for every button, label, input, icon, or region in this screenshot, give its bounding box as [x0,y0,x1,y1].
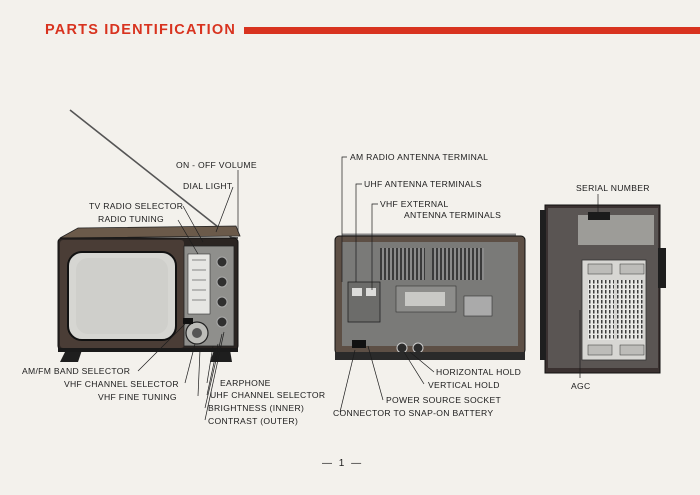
label-dial-light: DIAL LIGHT [183,181,233,191]
side-tv [540,204,666,374]
label-uhf-channel-selector: UHF CHANNEL SELECTOR [210,390,326,400]
label-power-source-socket: POWER SOURCE SOCKET [386,395,502,405]
label-vhf-external-2: ANTENNA TERMINALS [404,210,502,220]
label-am-radio-antenna-terminal: AM RADIO ANTENNA TERMINAL [350,152,489,162]
label-tv-radio-selector: TV RADIO SELECTOR [89,201,184,211]
label-vhf-fine-tuning: VHF FINE TUNING [98,392,177,402]
label-vhf-channel-selector: VHF CHANNEL SELECTOR [64,379,179,389]
label-serial-number: SERIAL NUMBER [576,183,650,193]
page-number: — 1 — [322,458,364,469]
label-am-fm-band-selector: AM/FM BAND SELECTOR [22,366,131,376]
label-connector-battery: CONNECTOR TO SNAP-ON BATTERY [333,408,494,418]
label-vertical-hold: VERTICAL HOLD [428,380,500,390]
label-uhf-antenna-terminals: UHF ANTENNA TERMINALS [364,179,482,189]
front-leader-lines [137,170,239,421]
label-vhf-external-1: VHF EXTERNAL [380,199,449,209]
label-on-off-volume: ON - OFF VOLUME [176,160,257,170]
label-agc: AGC [571,381,591,391]
label-horizontal-hold: HORIZONTAL HOLD [436,367,522,377]
title-rule [244,27,700,34]
front-tv [57,109,241,362]
label-contrast: CONTRAST (OUTER) [208,416,299,426]
label-brightness: BRIGHTNESS (INNER) [208,403,305,413]
label-earphone: EARPHONE [220,378,271,388]
label-radio-tuning: RADIO TUNING [98,214,164,224]
rear-tv [334,233,526,360]
side-leader-lines [579,194,599,378]
section-title: PARTS IDENTIFICATION [45,22,237,38]
rear-leader-lines [339,156,435,413]
